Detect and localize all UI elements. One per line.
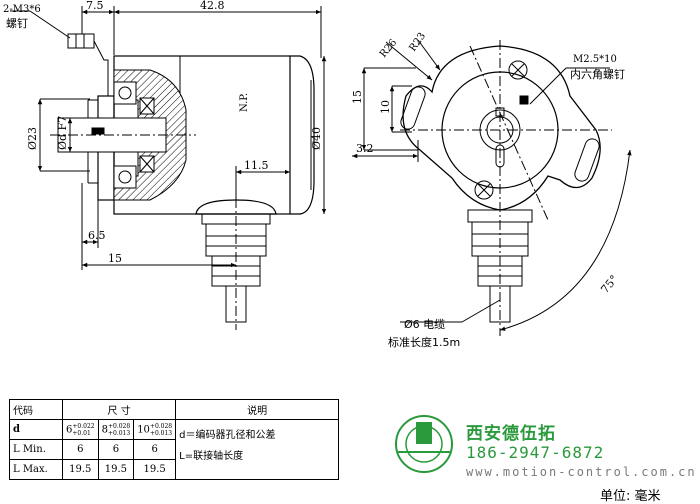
row-min-code: L Min. bbox=[9, 439, 63, 460]
brand-phone: 186-2947-6872 bbox=[466, 443, 605, 462]
min-10: 6 bbox=[133, 439, 177, 460]
max-6: 19.5 bbox=[62, 459, 99, 480]
row-d-code: d bbox=[9, 419, 63, 440]
dim-3-2: 3.2 bbox=[356, 142, 374, 155]
dim-diameter-23: Ø23 bbox=[26, 127, 39, 150]
brand-website: www.motion-control.com.cn bbox=[466, 465, 697, 479]
size-8: 8+0.028+0.013 bbox=[97, 419, 135, 440]
min-8: 6 bbox=[97, 439, 135, 460]
brand-name: 西安德伍拓 bbox=[466, 424, 556, 444]
dim-42-8: 42.8 bbox=[200, 0, 225, 12]
dim-r26: R26 bbox=[378, 37, 399, 60]
min-6: 6 bbox=[62, 439, 99, 460]
header-desc: 说明 bbox=[175, 399, 340, 420]
brand-logo bbox=[395, 415, 453, 473]
side-view bbox=[10, 6, 327, 330]
header-code: 代码 bbox=[9, 399, 63, 420]
front-view bbox=[352, 39, 632, 336]
size-10: 10+0.028+0.013 bbox=[133, 419, 177, 440]
dim-r-10: 10 bbox=[379, 100, 392, 114]
row-max-code: L Max. bbox=[9, 459, 63, 480]
cable-label: Ø6 电缆 bbox=[404, 318, 445, 331]
dim-11-5: 11.5 bbox=[244, 159, 269, 172]
cable-length: 标准长度1.5m bbox=[388, 335, 460, 349]
screw-label-cn: 螺钉 bbox=[6, 17, 28, 30]
np-mark: N.P. bbox=[239, 93, 250, 112]
hex-screw-label-cn: 内六角螺钉 bbox=[570, 67, 625, 81]
spec-table: 代码 尺 寸 说明 d 6+0.022+0.01 8+0.028+0.013 1… bbox=[9, 399, 340, 480]
dim-15: 15 bbox=[108, 252, 122, 265]
unit-label: 单位: 毫米 bbox=[600, 489, 661, 504]
size-6: 6+0.022+0.01 bbox=[62, 419, 99, 440]
angle-75: 75° bbox=[598, 273, 620, 296]
dim-bore-d: Ød F7 bbox=[56, 116, 69, 150]
dim-r-15: 15 bbox=[351, 90, 364, 104]
desc-d: d＝编码器孔径和公差 bbox=[179, 430, 276, 441]
screw-label: 2-M3*6 bbox=[3, 4, 41, 15]
max-10: 19.5 bbox=[133, 459, 177, 480]
header-size: 尺 寸 bbox=[61, 399, 177, 420]
dim-6-5: 6.5 bbox=[88, 229, 106, 242]
hex-screw-label: M2.5*10 bbox=[573, 54, 617, 65]
dim-diameter-40: Ø40 bbox=[310, 127, 323, 150]
desc-cell: d＝编码器孔径和公差 L=联接轴长度 bbox=[175, 419, 340, 480]
desc-l: L=联接轴长度 bbox=[179, 451, 244, 462]
dim-7-5: 7.5 bbox=[86, 0, 104, 12]
max-8: 19.5 bbox=[97, 459, 135, 480]
